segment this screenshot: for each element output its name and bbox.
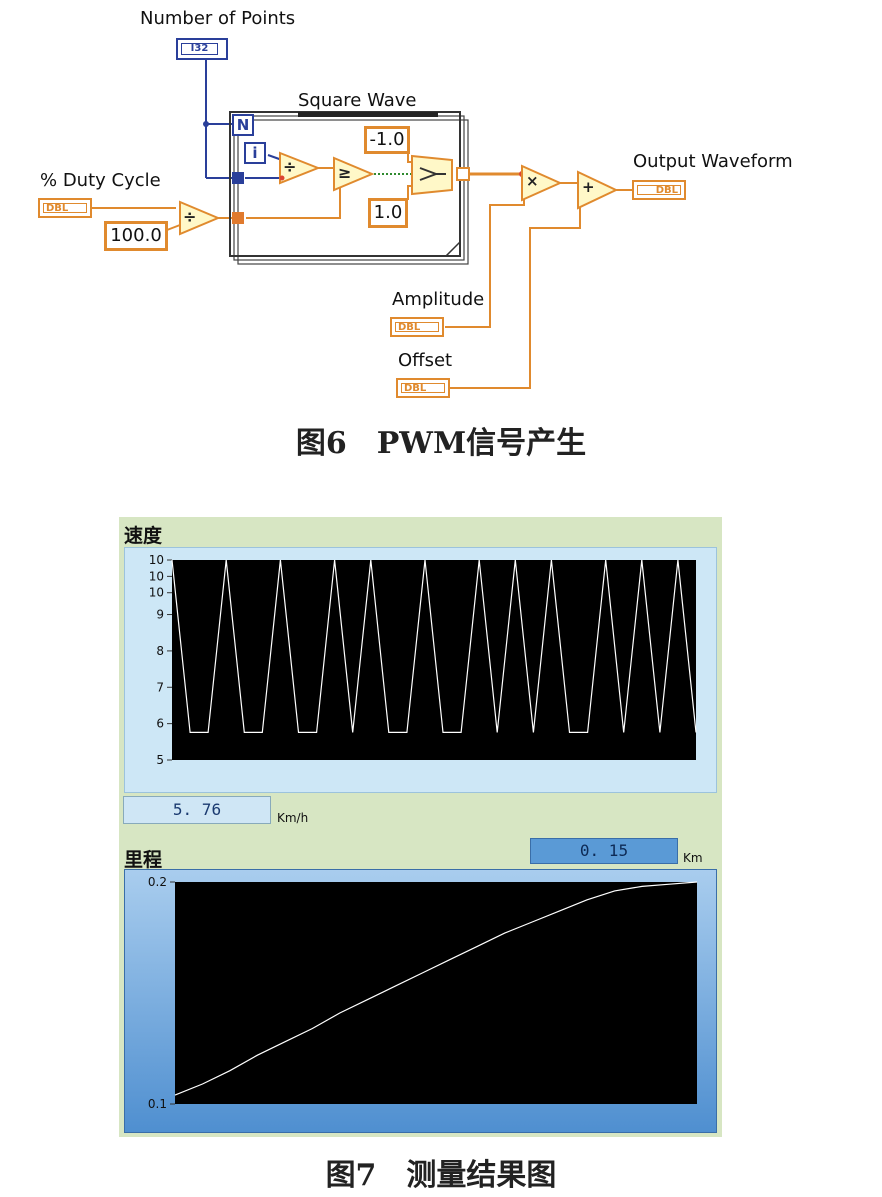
terminal-amplitude-label: DBL (395, 322, 439, 333)
wire-offset (450, 200, 581, 389)
add-symbol: + (582, 178, 595, 196)
terminal-duty-cycle-label: DBL (43, 203, 87, 214)
figure6-caption: 图6 PWM信号产生 (295, 426, 587, 461)
speed-tick-label: 9 (156, 608, 164, 622)
label-square-wave: Square Wave (298, 90, 417, 111)
select-symbol (419, 167, 446, 181)
distance-series-line (174, 881, 698, 1096)
speed-chart: 10 10 10 9 8 7 6 5 (149, 553, 697, 767)
terminal-output-label: DBL (637, 185, 681, 196)
speed-tick-label: 10 (149, 586, 164, 600)
loop-iteration-terminal: i (244, 142, 266, 164)
distance-chart: 0.2 0.1 (148, 875, 698, 1111)
tunnel-blue (232, 172, 244, 184)
speed-indicator: 5. 76 (123, 796, 271, 824)
multiply-node (521, 164, 563, 202)
distance-graph-frame: 0.2 0.1 (124, 869, 717, 1133)
terminal-amplitude[interactable]: DBL (390, 317, 444, 337)
terminal-offset[interactable]: DBL (396, 378, 450, 398)
tunnel-orange (232, 212, 244, 224)
wire-amplitude (445, 192, 525, 328)
terminal-number-of-points[interactable]: I32 (176, 38, 228, 60)
figure7-caption: 图7 测量结果图 (325, 1158, 557, 1193)
divide-node-2 (179, 200, 221, 236)
square-wave-bar (298, 112, 438, 117)
ge-symbol: ≥ (338, 163, 352, 182)
distance-indicator: 0. 15 (530, 838, 678, 864)
add-node (577, 170, 619, 210)
speed-plot-area (172, 560, 696, 760)
wires (92, 60, 632, 389)
coercion-dot (279, 175, 285, 181)
speed-graph-frame: 10 10 10 9 8 7 6 5 (124, 547, 717, 793)
constant-100[interactable]: 100.0 (104, 221, 168, 251)
distance-unit: Km (683, 851, 703, 865)
terminal-output-waveform[interactable]: DBL (632, 180, 686, 200)
out-tunnel (456, 167, 470, 181)
speed-tick-label: 10 (149, 553, 164, 567)
speed-tick-label: 6 (156, 717, 164, 731)
distance-tick-label: 0.2 (148, 875, 167, 889)
wire-junction (203, 121, 209, 127)
for-loop-corner (445, 241, 461, 257)
label-amplitude: Amplitude (392, 289, 485, 310)
constant-one[interactable]: 1.0 (368, 198, 408, 228)
speed-tick-label: 10 (149, 569, 164, 583)
label-number-of-points: Number of Points (140, 8, 296, 29)
label-output-waveform: Output Waveform (633, 151, 793, 172)
label-duty-cycle: % Duty Cycle (40, 170, 161, 191)
speed-tick-label: 8 (156, 644, 164, 658)
distance-tick-label: 0.1 (148, 1097, 167, 1111)
speed-unit: Km/h (277, 811, 309, 825)
divide-symbol-1: ÷ (283, 157, 297, 176)
distance-title: 里程 (124, 849, 163, 871)
wire-to-ge (246, 185, 341, 219)
distance-plot-area (175, 882, 697, 1104)
multiply-symbol: × (526, 172, 539, 190)
terminal-i32-label: I32 (181, 43, 218, 55)
divide-node-1 (279, 151, 321, 185)
divide-symbol-2: ÷ (183, 207, 197, 226)
terminal-offset-label: DBL (401, 383, 445, 394)
terminal-duty-cycle[interactable]: DBL (38, 198, 92, 218)
wire-100 (166, 224, 181, 231)
constant-neg-one[interactable]: -1.0 (364, 126, 410, 154)
block-diagram: ÷ ≥ ÷ × + Number of Points Square Wave %… (0, 0, 882, 420)
front-panel: 速度 10 10 10 9 8 7 6 5 5. 76 Km/h 里程 0. 15 Km 0.… (119, 517, 722, 1137)
speed-title: 速度 (124, 525, 163, 547)
label-offset: Offset (398, 350, 453, 371)
ge-node (333, 156, 375, 192)
speed-tick-label: 7 (156, 680, 164, 694)
loop-count-terminal: N (232, 114, 254, 136)
speed-series-line (171, 559, 697, 733)
speed-tick-label: 5 (156, 753, 164, 767)
for-loop-shadow2 (237, 119, 469, 265)
